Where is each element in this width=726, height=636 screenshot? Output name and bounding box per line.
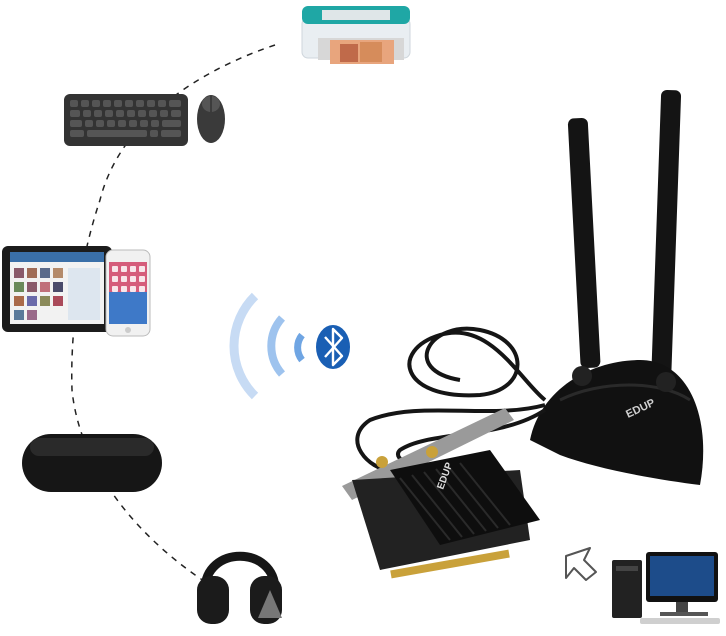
keyboard	[64, 94, 188, 146]
printer	[301, 6, 411, 64]
bluetooth-signal-icon	[229, 292, 305, 400]
bluetooth-speaker	[22, 434, 162, 492]
phone	[105, 249, 151, 337]
arrow-icon	[565, 547, 597, 581]
bluetooth-icon	[316, 325, 350, 369]
mouse	[197, 95, 225, 143]
tablet	[2, 246, 112, 332]
headphones	[197, 551, 282, 624]
wifi-pcie-card	[342, 408, 540, 579]
antenna-base	[530, 89, 704, 485]
desktop-computer	[612, 552, 720, 624]
